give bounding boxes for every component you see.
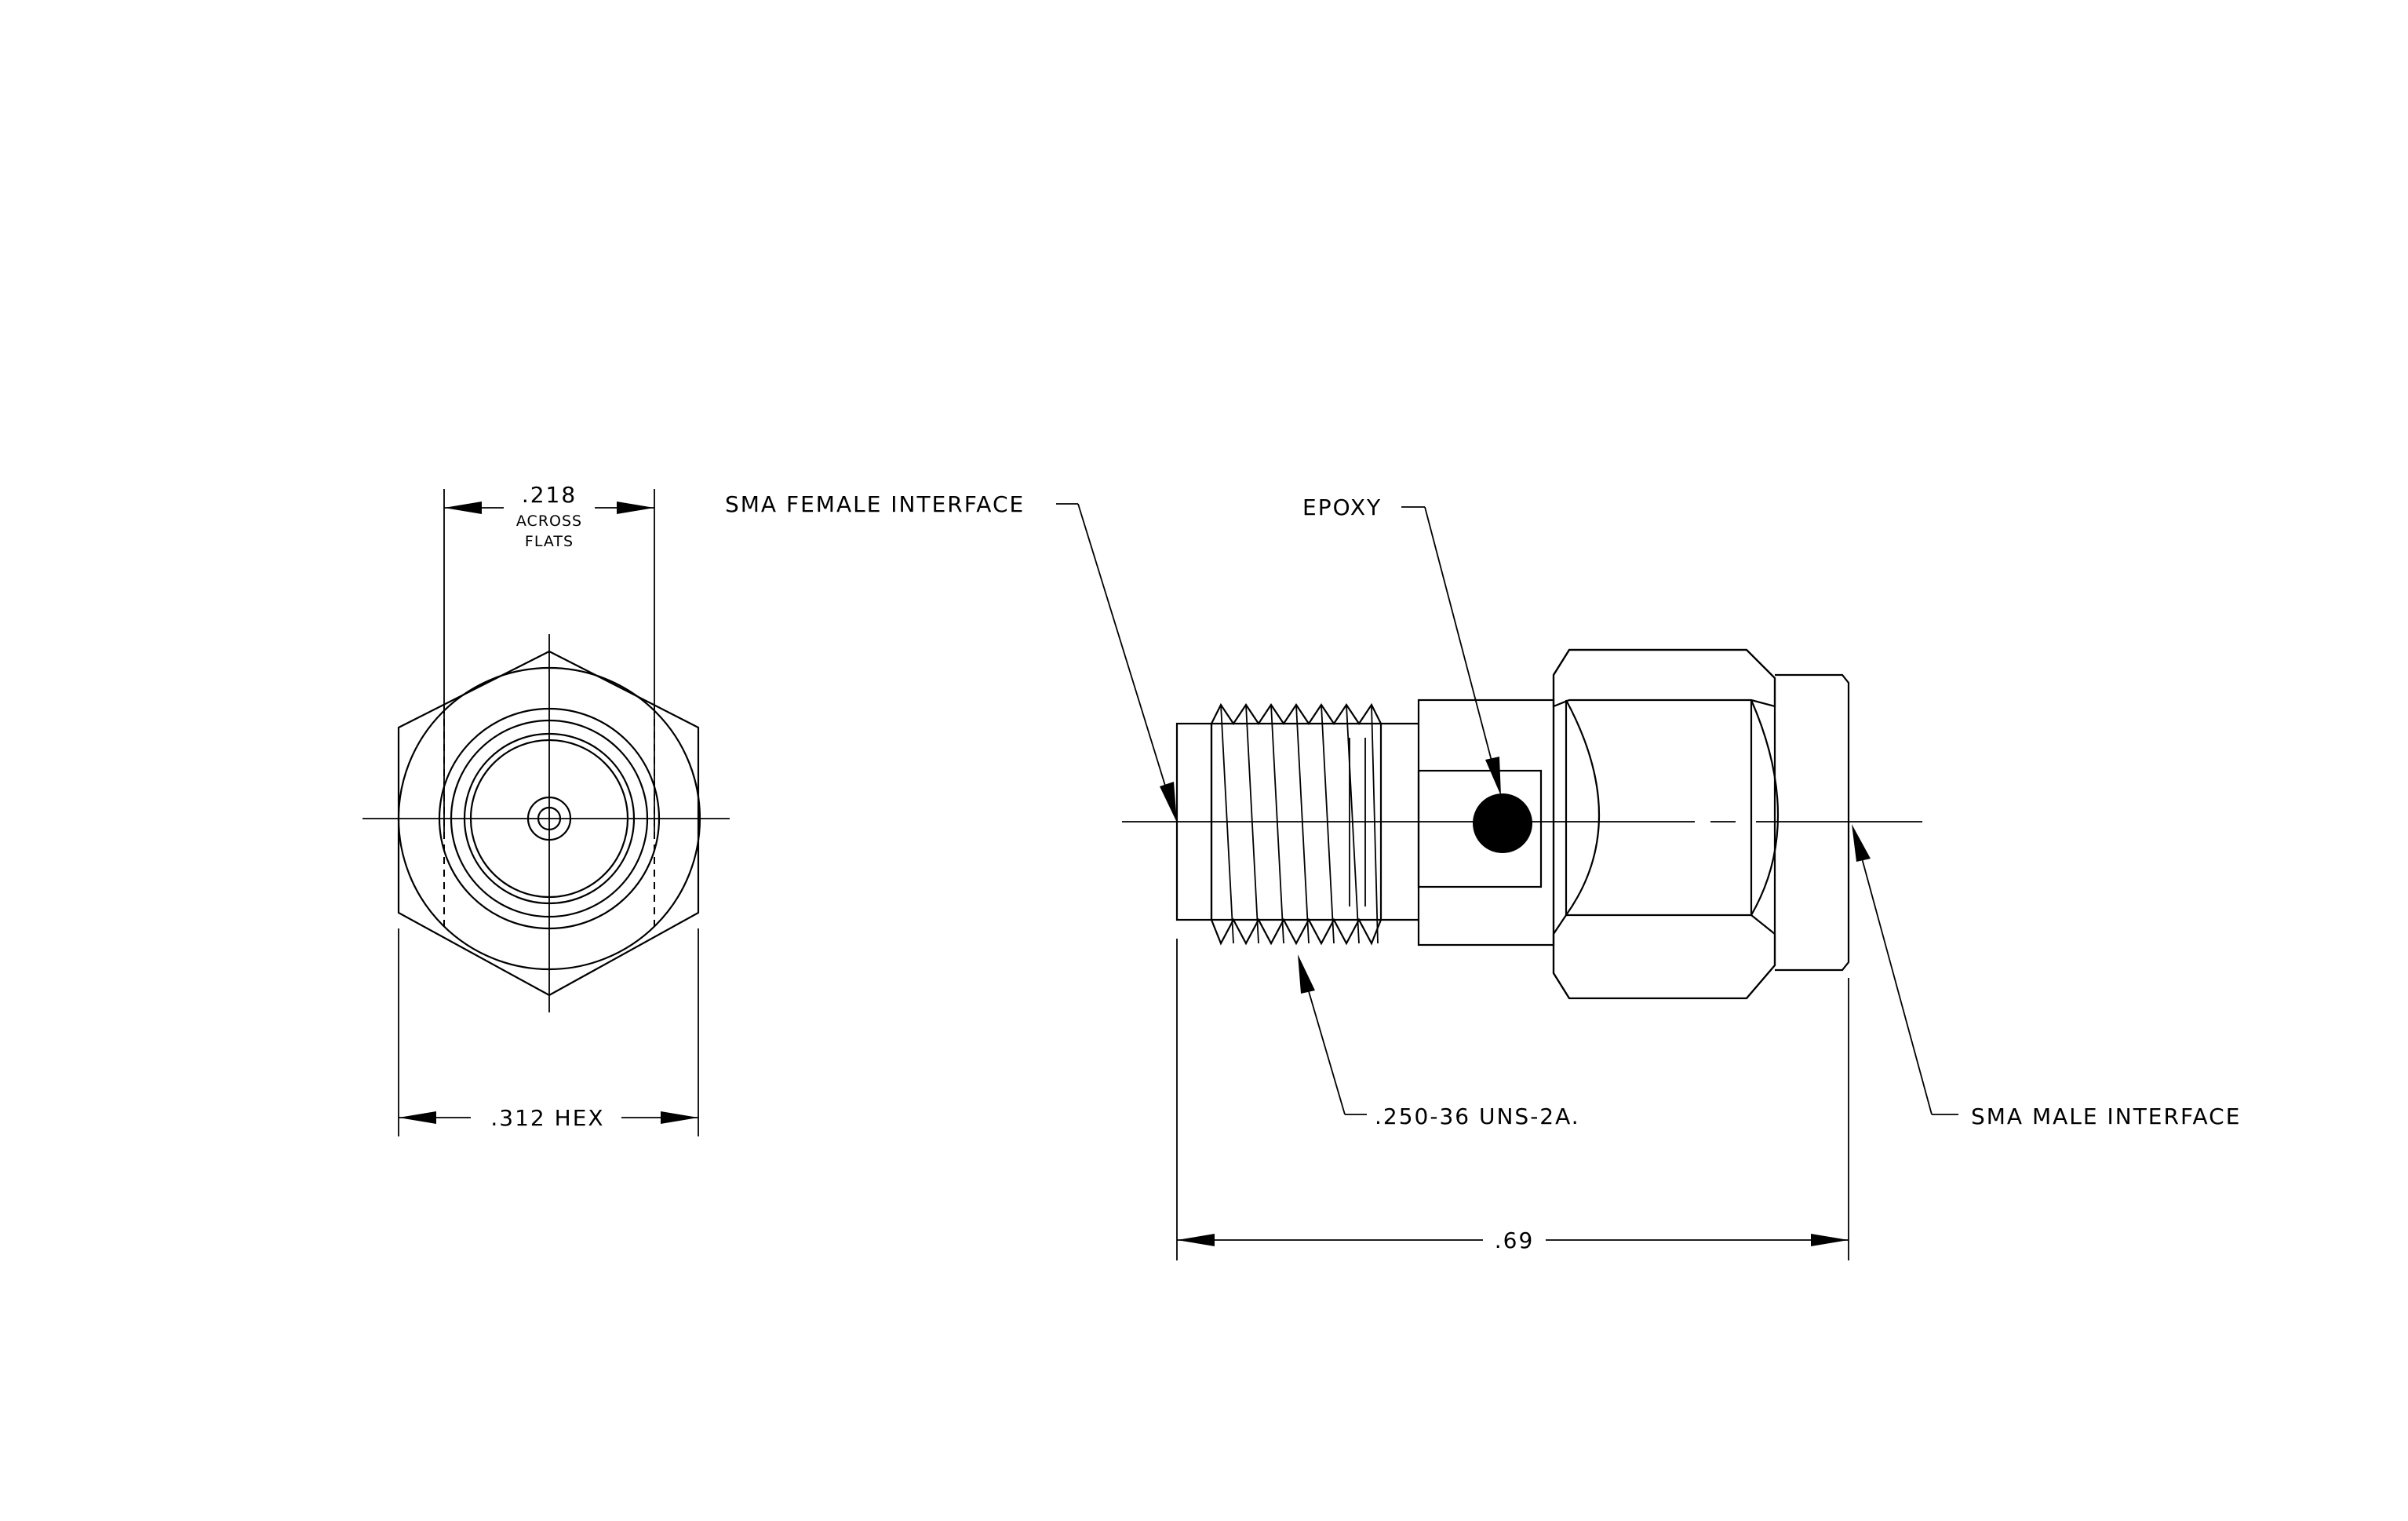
- male-interface-label: SMA MALE INTERFACE: [1971, 1103, 2241, 1129]
- center-pin-inner: [537, 806, 562, 831]
- center-pin-outer: [526, 796, 572, 841]
- across-flats-label-2: FLATS: [525, 533, 574, 550]
- epoxy-pocket: [1417, 769, 1543, 888]
- threaded-section: [1210, 702, 1383, 946]
- side-view: .69 SMA FEMALE INTERFACE EPOXY .250-36 U…: [725, 491, 2241, 1260]
- length-dimension: .69: [1495, 1227, 1535, 1253]
- male-tip: [1775, 673, 1850, 972]
- thread-label: .250-36 UNS-2A.: [1375, 1103, 1580, 1129]
- across-flats-label-1: ACROSS: [516, 512, 582, 530]
- hex-dimension: .312 HEX: [490, 1105, 604, 1131]
- male-hex-nut: [1552, 648, 1780, 1000]
- female-interface-label: SMA FEMALE INTERFACE: [725, 491, 1025, 517]
- outer-circle: [397, 666, 701, 971]
- across-flats-value: .218: [522, 482, 577, 508]
- epoxy-dot: [1473, 793, 1532, 853]
- epoxy-label: EPOXY: [1302, 494, 1382, 520]
- end-view: .218 ACROSS FLATS .312 HEX: [362, 482, 730, 1136]
- hex-outline: [397, 650, 700, 997]
